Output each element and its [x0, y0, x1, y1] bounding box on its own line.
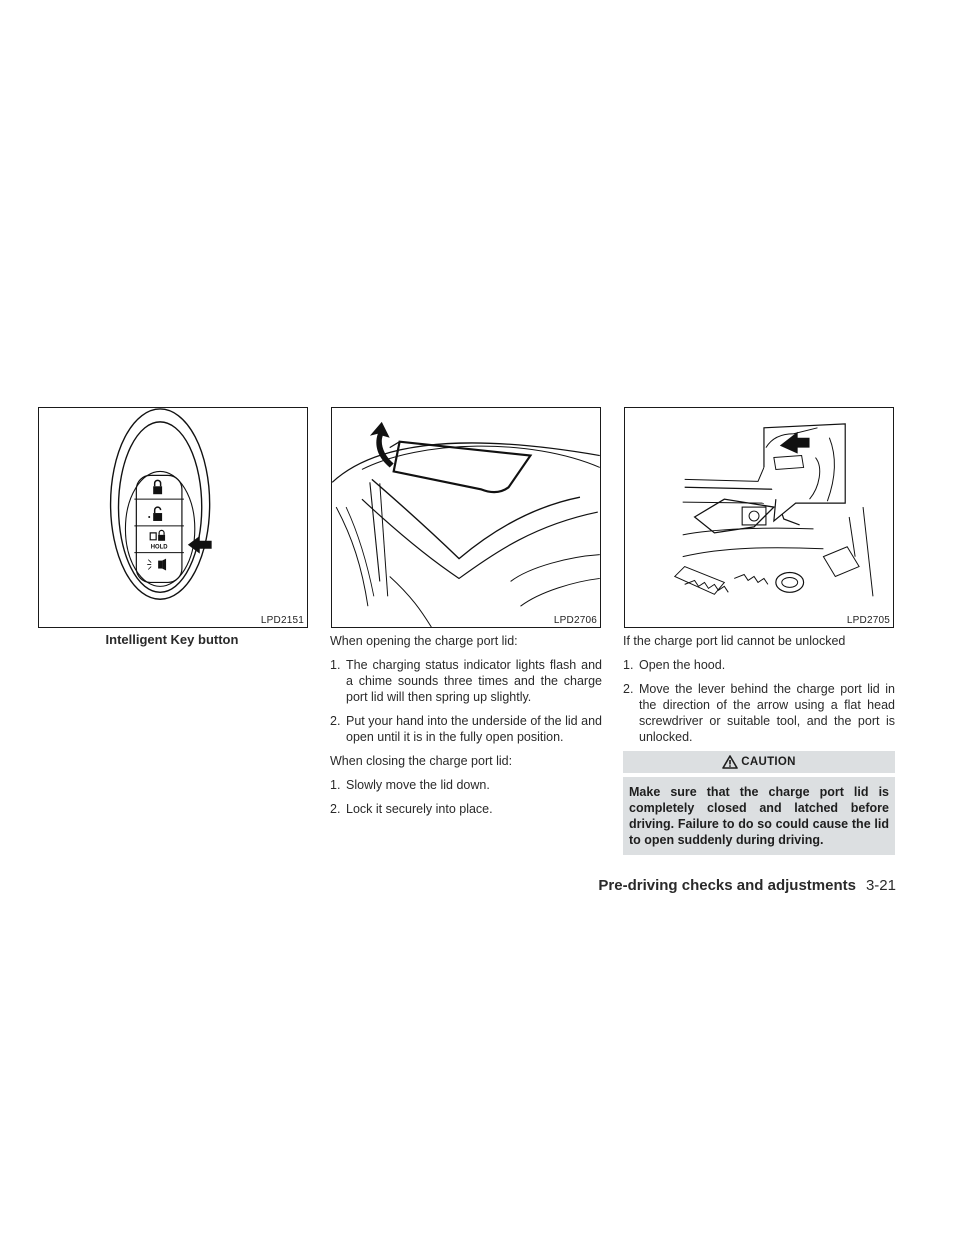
- remote-engine-start-icon: [149, 529, 166, 541]
- hold-label: HOLD: [151, 545, 169, 551]
- figure-charge-port-open: LPD2706: [331, 407, 601, 628]
- figure-intelligent-key: HOLD LPD2151: [38, 407, 308, 628]
- step-text: Lock it securely into place.: [346, 802, 493, 816]
- step-number: 2.: [330, 714, 341, 728]
- caution-header: CAUTION: [623, 751, 895, 773]
- lock-icon: [153, 479, 163, 495]
- step-text: Open the hood.: [639, 658, 726, 672]
- figure-code: LPD2705: [846, 615, 890, 626]
- step-number: 1.: [623, 658, 634, 672]
- list-item: 1. Slowly move the lid down.: [330, 777, 602, 793]
- charge-port-lid-illustration: [332, 421, 600, 627]
- opening-heading: When opening the charge port lid:: [330, 634, 518, 648]
- step-text: The charging status indicator lights fla…: [346, 658, 602, 704]
- figure-caption: Intelligent Key button: [105, 632, 239, 647]
- page-footer: Pre-driving checks and adjustments 3-21: [598, 877, 896, 894]
- page-number: 3-21: [865, 877, 896, 894]
- list-item: 2. Put your hand into the underside of t…: [330, 713, 602, 745]
- unlock-icon: [148, 506, 163, 521]
- caution-title: CAUTION: [741, 756, 796, 768]
- arrow-icon: [779, 431, 810, 454]
- arrow-icon: [187, 535, 212, 554]
- step-number: 2.: [623, 682, 634, 696]
- step-text: Put your hand into the underside of the …: [346, 714, 602, 744]
- caution-text: Make sure that the charge port lid is co…: [623, 777, 895, 855]
- list-item: 1. Open the hood.: [623, 657, 895, 673]
- column-middle: When opening the charge port lid: 1. The…: [330, 633, 602, 825]
- curved-arrow-icon: [369, 421, 394, 468]
- unlock-heading: If the charge port lid cannot be unlocke…: [623, 634, 846, 648]
- intelligent-key-illustration: HOLD: [109, 408, 212, 600]
- list-item: 2. Move the lever behind the charge port…: [623, 681, 895, 745]
- column-right: If the charge port lid cannot be unlocke…: [623, 633, 895, 753]
- list-item: 1. The charging status indicator lights …: [330, 657, 602, 705]
- list-item: 2. Lock it securely into place.: [330, 801, 602, 817]
- panic-horn-icon: [147, 558, 167, 571]
- figure-code: LPD2706: [553, 615, 597, 626]
- step-number: 1.: [330, 658, 341, 672]
- closing-heading: When closing the charge port lid:: [330, 754, 513, 768]
- step-number: 1.: [330, 778, 341, 792]
- caution-box: CAUTION Make sure that the charge port l…: [623, 751, 895, 855]
- warning-icon: [722, 755, 739, 769]
- section-title: Pre-driving checks and adjustments: [598, 877, 856, 894]
- step-text: Slowly move the lid down.: [346, 778, 490, 792]
- step-text: Move the lever behind the charge port li…: [639, 682, 895, 744]
- charge-port-lever-illustration: [673, 423, 874, 597]
- figure-charge-port-lever: LPD2705: [624, 407, 894, 628]
- step-number: 2.: [330, 802, 341, 816]
- figure-code: LPD2151: [260, 615, 304, 626]
